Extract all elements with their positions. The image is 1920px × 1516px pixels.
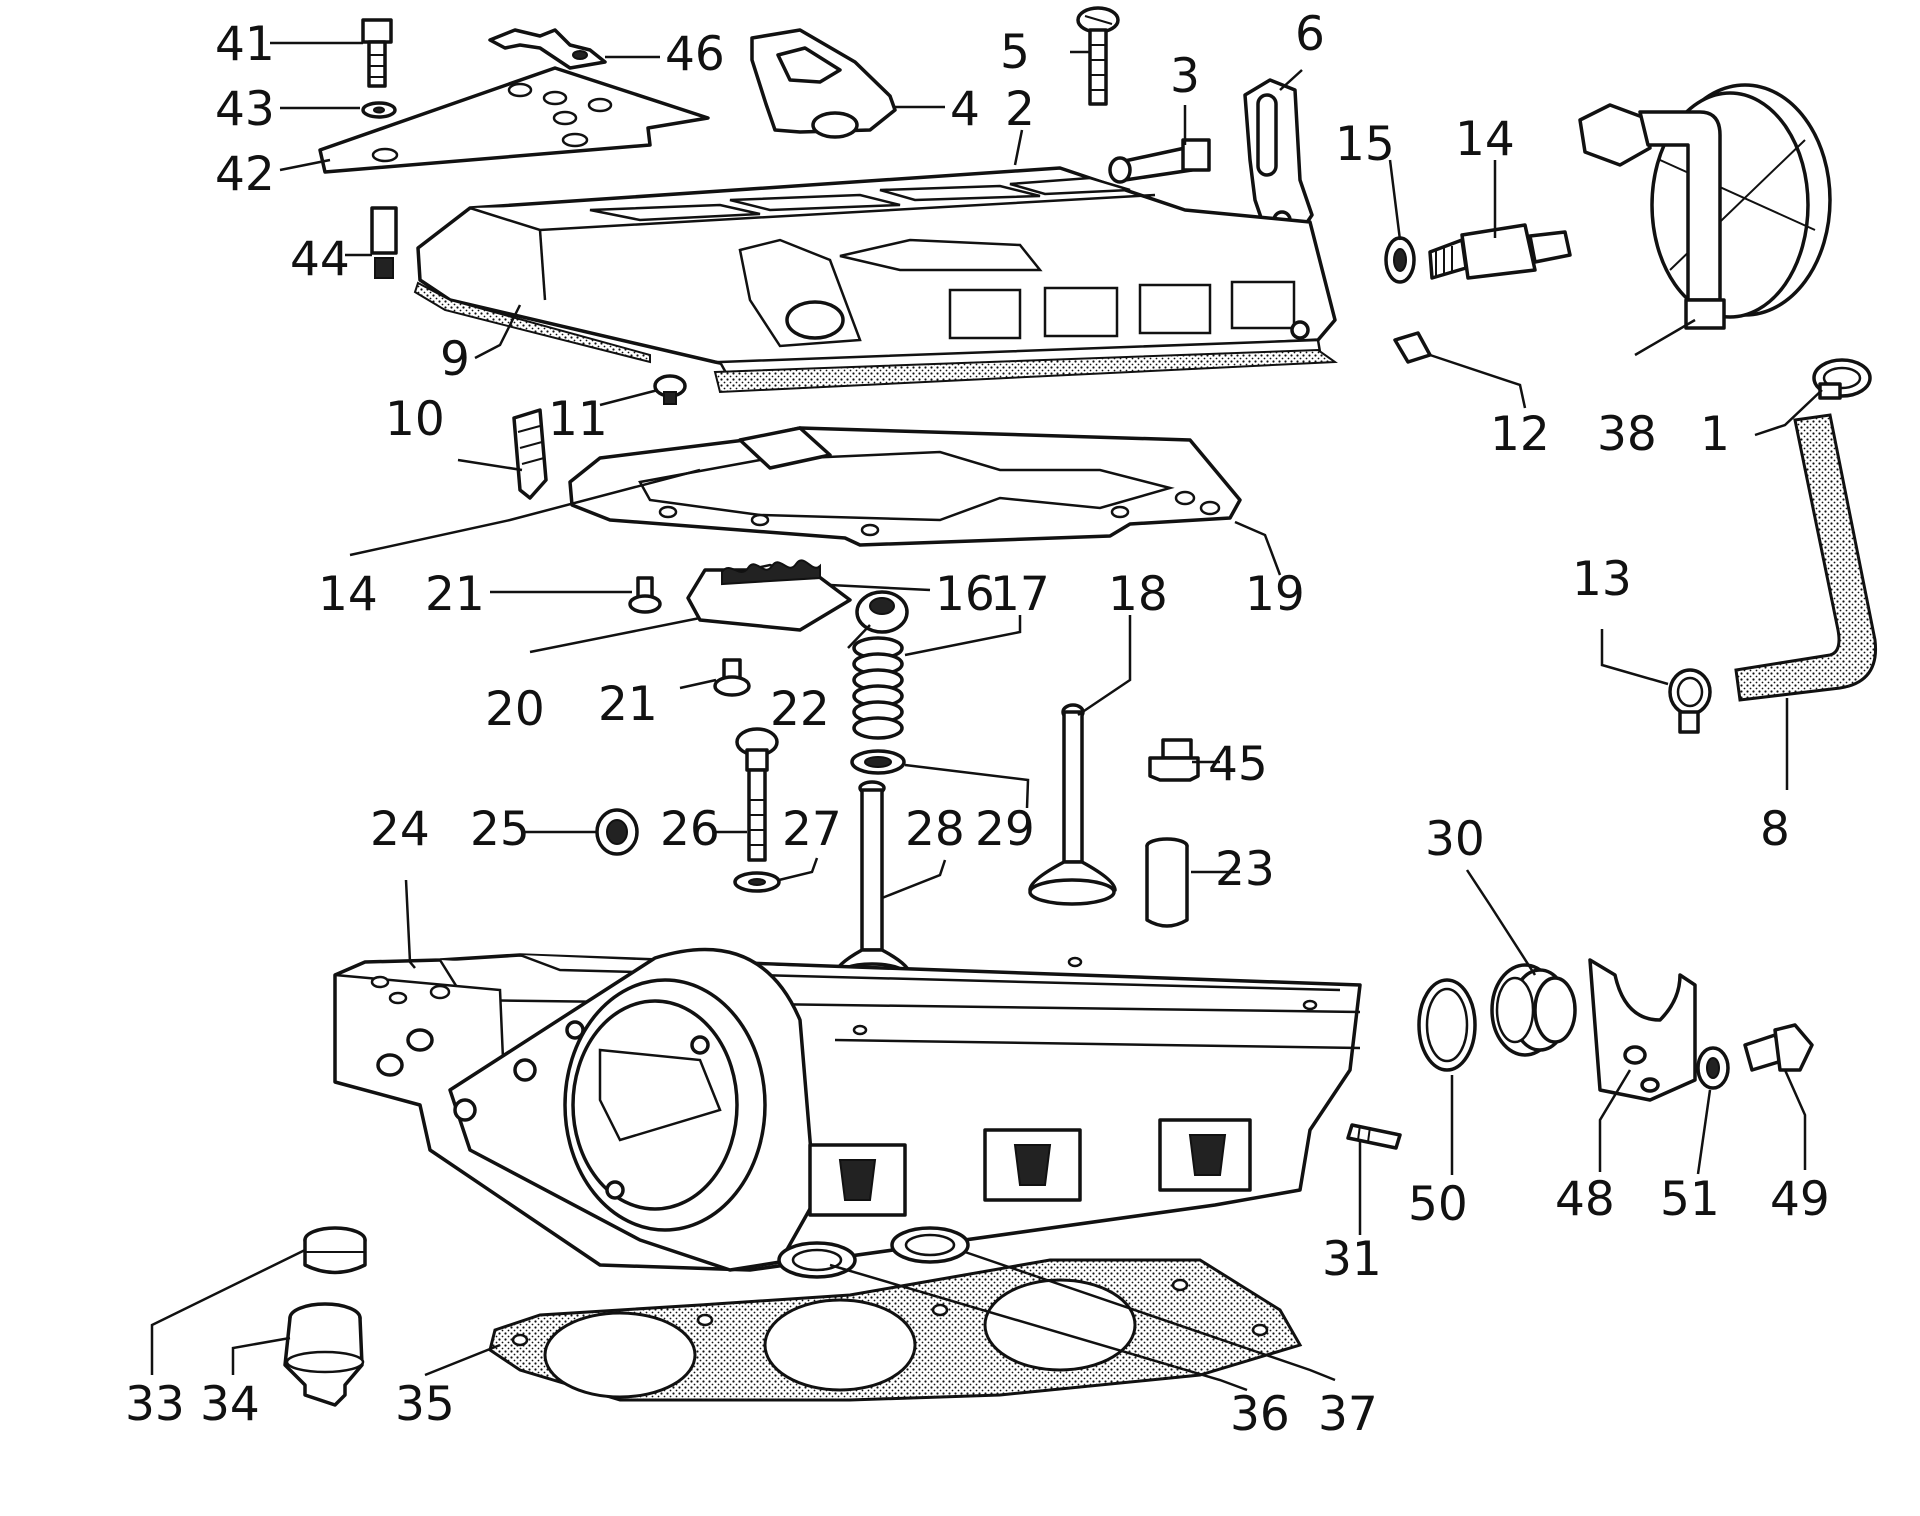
part-38-breather bbox=[1578, 83, 1832, 330]
callout-29: 29 bbox=[975, 802, 1035, 857]
part-12-plug bbox=[1393, 331, 1432, 364]
callout-20: 20 bbox=[485, 682, 545, 737]
callout-22: 22 bbox=[770, 682, 830, 737]
part-21-screw-upper bbox=[628, 576, 662, 614]
part-2-rocker-cover bbox=[416, 166, 1337, 382]
callout-44: 44 bbox=[290, 232, 350, 287]
part-37-seal bbox=[890, 1226, 970, 1264]
callout-16: 16 bbox=[935, 567, 995, 622]
callout-12: 12 bbox=[1490, 407, 1550, 462]
callout-17: 17 bbox=[990, 567, 1050, 622]
part-35-head-gasket bbox=[488, 1258, 1303, 1402]
part-15-washer bbox=[1384, 236, 1416, 284]
part-27-washer bbox=[733, 871, 781, 893]
part-30-thermostat bbox=[1490, 963, 1577, 1057]
part-10-stud bbox=[512, 408, 548, 500]
part-19-baffle-plate bbox=[568, 426, 1242, 547]
part-16-spring bbox=[721, 559, 821, 586]
part-22-retainer bbox=[855, 590, 909, 634]
callout-26: 26 bbox=[660, 802, 720, 857]
part-51-washer bbox=[1696, 1046, 1730, 1090]
part-8-hose bbox=[1734, 413, 1878, 702]
callout-30: 30 bbox=[1425, 812, 1485, 867]
callout-14-left: 14 bbox=[318, 567, 378, 622]
callout-10: 10 bbox=[385, 392, 445, 447]
callout-2: 2 bbox=[1005, 82, 1035, 137]
callout-15: 15 bbox=[1335, 117, 1395, 172]
part-34-sleeve bbox=[283, 1302, 365, 1407]
part-45-plug bbox=[1148, 738, 1200, 782]
callout-5: 5 bbox=[1000, 25, 1030, 80]
callout-3: 3 bbox=[1170, 49, 1200, 104]
part-43-washer bbox=[361, 101, 397, 119]
part-4-filler-cap bbox=[750, 28, 897, 139]
callout-24: 24 bbox=[370, 802, 430, 857]
callout-labels: 41 43 42 44 46 4 5 2 3 6 15 14 38 9 11 1… bbox=[125, 7, 1830, 1442]
callout-35: 35 bbox=[395, 1377, 455, 1432]
callout-42: 42 bbox=[215, 147, 275, 202]
callout-49: 49 bbox=[1770, 1172, 1830, 1227]
callout-13: 13 bbox=[1572, 552, 1632, 607]
part-49-plug bbox=[1743, 1023, 1814, 1072]
callout-18: 18 bbox=[1108, 567, 1168, 622]
part-25-seal bbox=[595, 808, 639, 856]
callout-8: 8 bbox=[1760, 802, 1790, 857]
callout-11: 11 bbox=[548, 392, 608, 447]
part-50-o-ring bbox=[1417, 978, 1477, 1072]
callout-1: 1 bbox=[1700, 407, 1730, 462]
callout-19: 19 bbox=[1245, 567, 1305, 622]
part-36-seal bbox=[777, 1241, 857, 1279]
part-44-spacer bbox=[370, 206, 398, 279]
callout-48: 48 bbox=[1555, 1172, 1615, 1227]
part-9-gasket bbox=[413, 281, 1338, 394]
callout-6: 6 bbox=[1295, 7, 1325, 62]
callout-43: 43 bbox=[215, 82, 275, 137]
part-23-valve-guide bbox=[1145, 837, 1189, 928]
callout-33: 33 bbox=[125, 1377, 185, 1432]
callout-21-lower: 21 bbox=[598, 677, 658, 732]
callout-23: 23 bbox=[1215, 842, 1275, 897]
callout-36: 36 bbox=[1230, 1387, 1290, 1442]
callout-27: 27 bbox=[782, 802, 842, 857]
callout-37: 37 bbox=[1318, 1387, 1378, 1442]
callout-51: 51 bbox=[1660, 1172, 1720, 1227]
part-13-clamp bbox=[1668, 668, 1712, 734]
part-5-screw bbox=[1076, 6, 1120, 106]
part-28-valve bbox=[832, 780, 912, 994]
part-26-bolt bbox=[735, 727, 779, 862]
part-42-bracket-plate bbox=[318, 66, 710, 174]
part-17-valve-spring bbox=[852, 636, 904, 740]
part-21-screw-lower bbox=[713, 658, 751, 697]
part-46-clip bbox=[488, 28, 607, 70]
part-33-plug bbox=[303, 1226, 367, 1275]
callout-14-right: 14 bbox=[1455, 112, 1515, 167]
part-29-washer bbox=[850, 749, 906, 775]
callout-38: 38 bbox=[1597, 407, 1657, 462]
callout-25: 25 bbox=[470, 802, 530, 857]
part-18-valve bbox=[1028, 703, 1117, 906]
part-48-bracket bbox=[1588, 958, 1697, 1102]
part-31-stud bbox=[1346, 1123, 1402, 1150]
callout-21-upper: 21 bbox=[425, 567, 485, 622]
callout-45: 45 bbox=[1208, 737, 1268, 792]
part-11-grommet bbox=[653, 374, 687, 405]
callout-9: 9 bbox=[440, 332, 470, 387]
callout-46: 46 bbox=[665, 27, 725, 82]
callout-31: 31 bbox=[1322, 1232, 1382, 1287]
callout-34: 34 bbox=[200, 1377, 260, 1432]
part-24-cylinder-head bbox=[333, 947, 1362, 1272]
part-3-bolt bbox=[1108, 138, 1211, 184]
part-1-clamp bbox=[1812, 358, 1872, 400]
leader-lines bbox=[150, 41, 1823, 1392]
part-14-sender bbox=[1428, 223, 1572, 280]
part-41-bolt bbox=[361, 18, 393, 88]
callout-50: 50 bbox=[1408, 1177, 1468, 1232]
callout-4: 4 bbox=[950, 82, 980, 137]
callout-28: 28 bbox=[905, 802, 965, 857]
callout-41: 41 bbox=[215, 17, 275, 72]
